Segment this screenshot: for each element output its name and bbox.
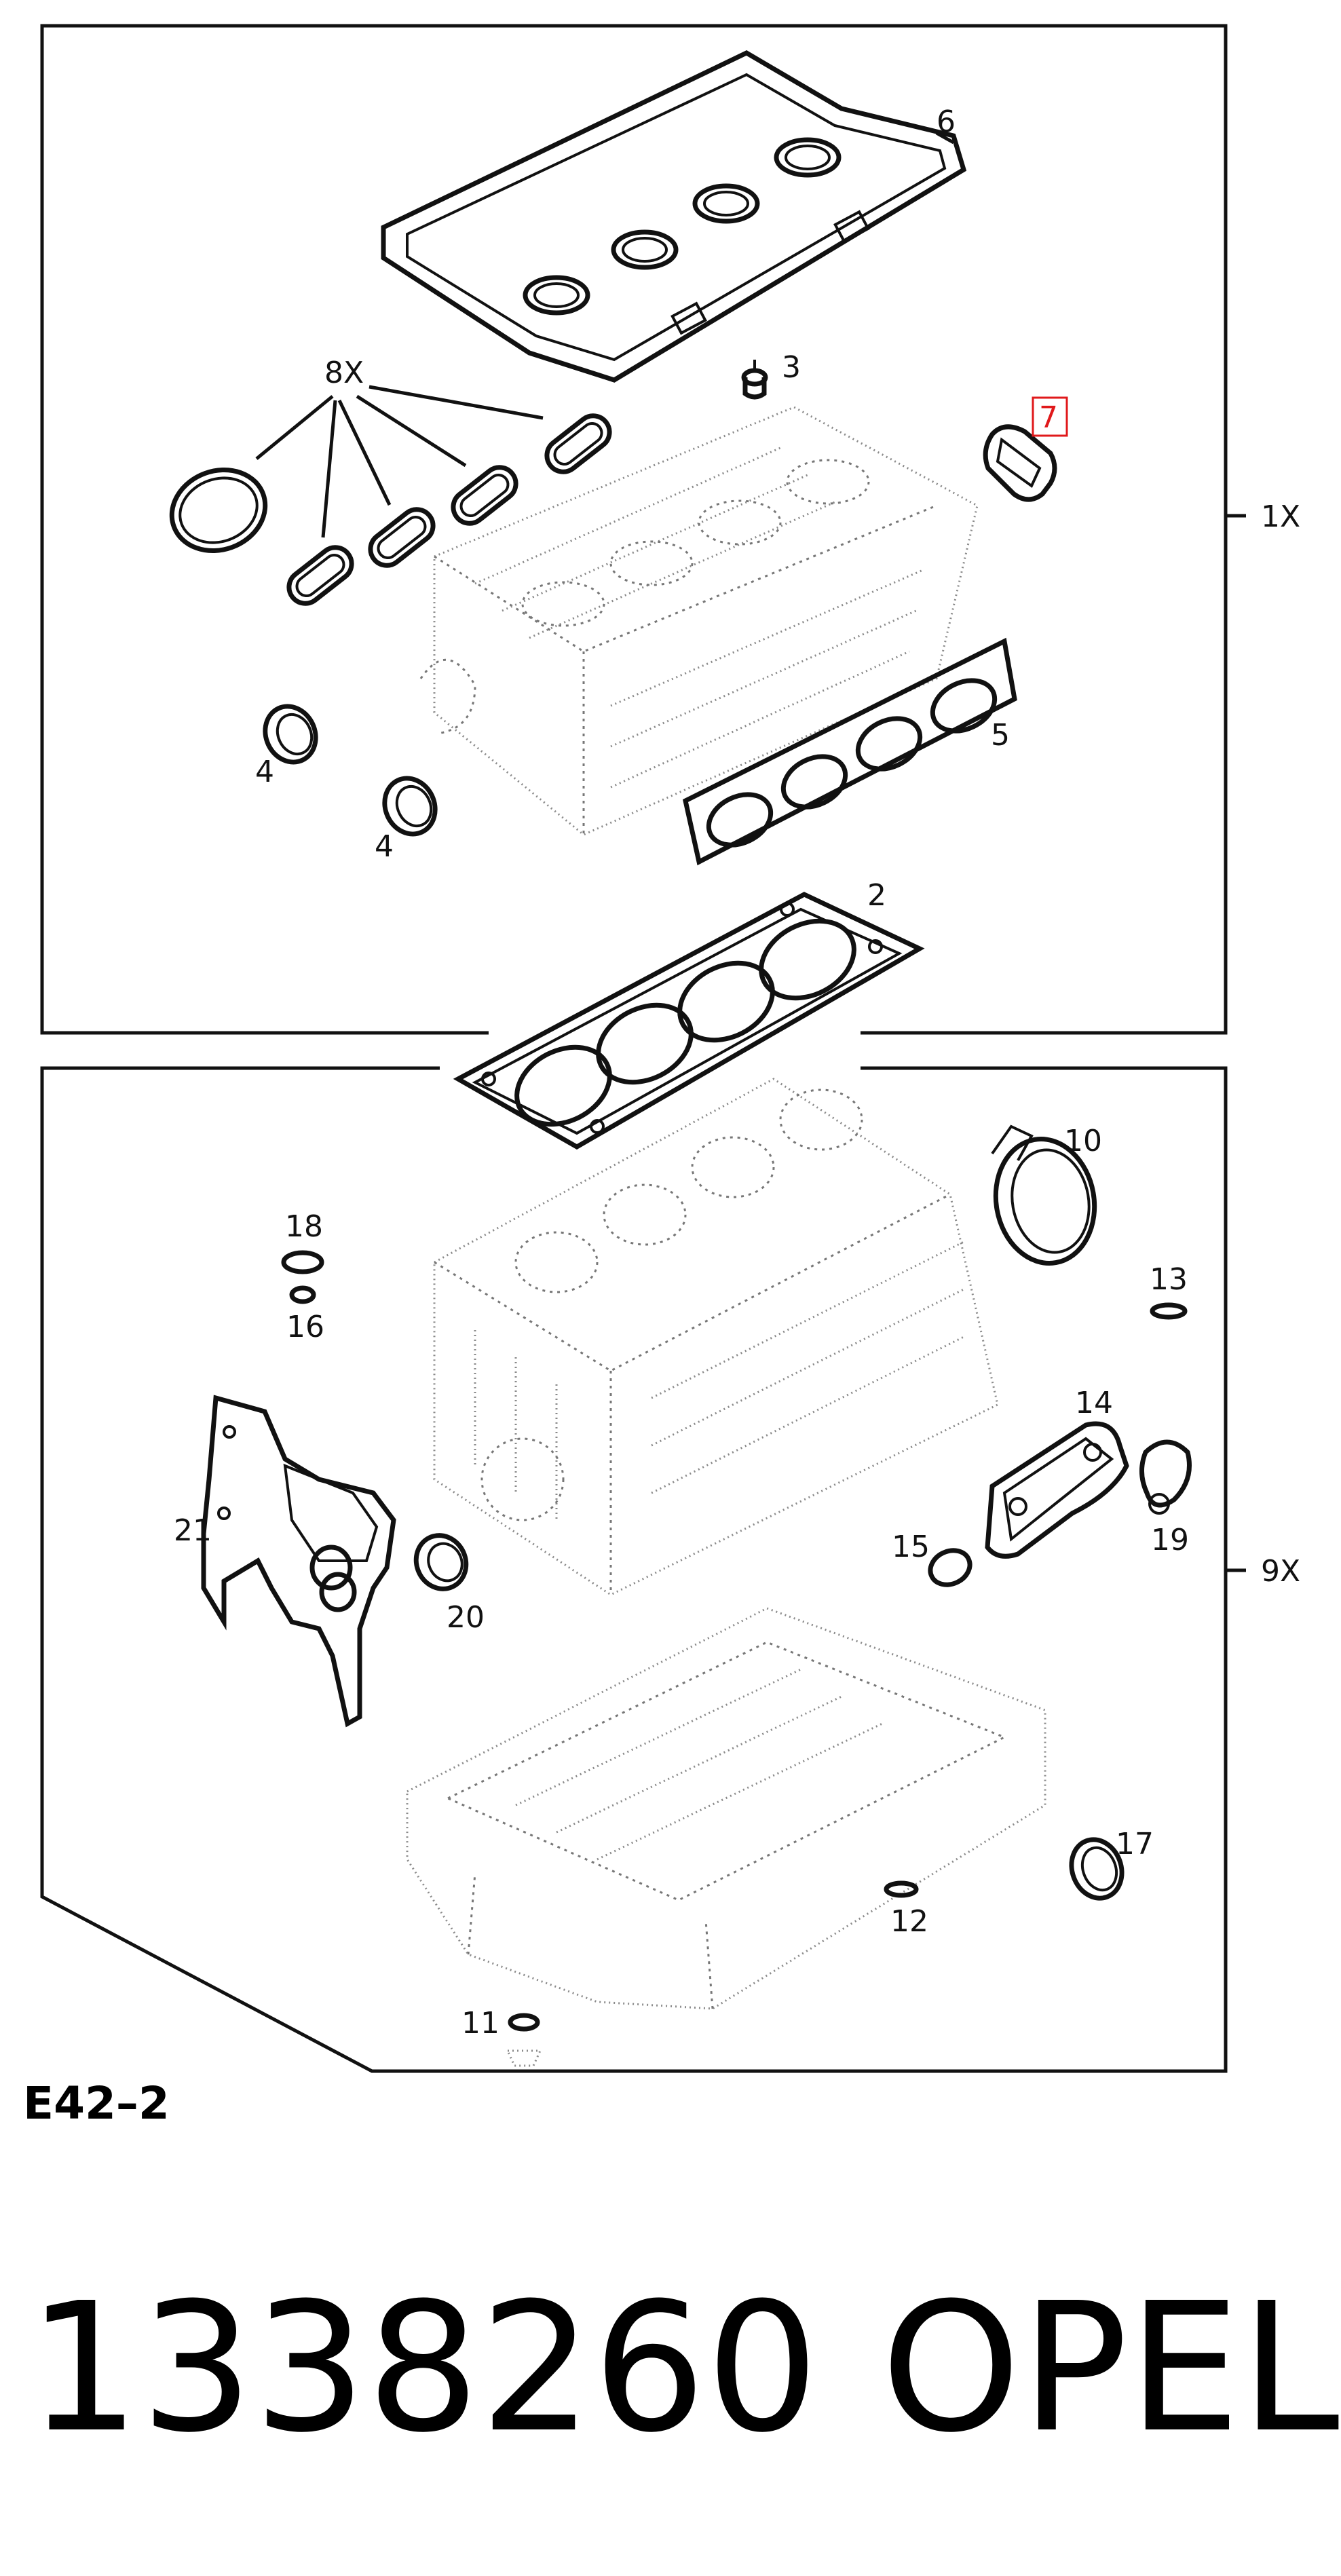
head-gasket <box>453 892 925 1150</box>
gasket-19 <box>1139 1439 1192 1515</box>
oring-11 <box>508 2013 540 2032</box>
callout-17: 17 <box>1116 1827 1154 1861</box>
leader-8x-c <box>337 399 392 506</box>
highlight-box-7 <box>1032 396 1068 437</box>
callout-3: 3 <box>782 350 801 385</box>
oring-15 <box>928 1548 972 1587</box>
lower-group-quantity: 9X <box>1261 1554 1300 1589</box>
cylinder-head-ghost <box>419 406 979 836</box>
callout-15: 15 <box>892 1530 930 1564</box>
oring-13 <box>1150 1302 1188 1320</box>
cam-seal-4b <box>382 776 438 837</box>
oring-16 <box>289 1285 316 1304</box>
callout-13: 13 <box>1150 1262 1188 1297</box>
callout-12: 12 <box>890 1904 928 1939</box>
callout-18: 18 <box>285 1209 323 1244</box>
exhaust-manifold-gasket <box>682 637 1017 866</box>
diagram-code: E42–2 <box>23 2077 170 2129</box>
cam-seal-4a <box>263 704 318 765</box>
callout-4b: 4 <box>375 829 394 864</box>
oring-12 <box>884 1880 919 1898</box>
callout-10: 10 <box>1064 1124 1102 1158</box>
oil-pan-ghost <box>406 1607 1046 2010</box>
callout-6: 6 <box>937 105 956 139</box>
leader-8x-b <box>321 400 337 538</box>
oring-18 <box>281 1250 324 1274</box>
upper-group-quantity: 1X <box>1261 499 1300 534</box>
callout-8x: 8X <box>324 356 364 390</box>
lower-group-frame <box>40 1066 1228 2073</box>
upper-group-frame <box>40 24 1228 1035</box>
oil-cooler-gasket <box>985 1421 1129 1559</box>
callout-7: 7 <box>1039 400 1058 435</box>
valve-cover-gasket <box>381 50 967 383</box>
leader-8x-e <box>369 385 544 420</box>
leader-8x-d <box>356 394 467 468</box>
callout-19: 19 <box>1151 1523 1189 1557</box>
callout-14: 14 <box>1075 1386 1113 1420</box>
callout-20: 20 <box>447 1600 485 1635</box>
callout-4a: 4 <box>255 755 274 789</box>
leader-8x-a <box>255 395 334 460</box>
callout-21: 21 <box>174 1513 212 1548</box>
brand-name: OPEL <box>881 2265 1340 2471</box>
seal-rings-8x <box>169 413 612 606</box>
engine-block-ghost <box>433 1078 999 1596</box>
rear-main-seal <box>991 1124 1097 1266</box>
callout-16: 16 <box>286 1310 324 1344</box>
callout-2: 2 <box>867 878 886 913</box>
part-number: 1338260 <box>27 2265 819 2471</box>
callout-11: 11 <box>461 2006 499 2041</box>
leader-6 <box>935 131 955 145</box>
drain-plug-ghost <box>506 2049 542 2067</box>
square-gasket-part-7 <box>983 424 1057 502</box>
seal-part-3 <box>741 360 768 400</box>
front-crank-seal <box>413 1533 469 1591</box>
callout-5: 5 <box>991 718 1010 753</box>
front-cover-gasket <box>201 1395 396 1728</box>
oring-17 <box>1069 1837 1125 1901</box>
